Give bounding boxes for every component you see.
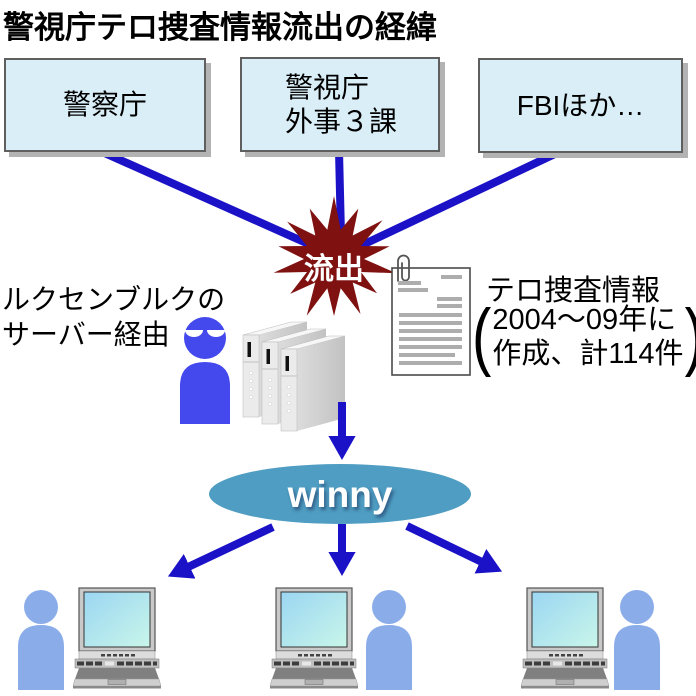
hacker-person-icon bbox=[180, 317, 230, 424]
user-icon bbox=[366, 590, 412, 690]
source-box-npa-label: 警察庁 bbox=[62, 89, 147, 120]
laptop-icon bbox=[72, 587, 162, 690]
source-box-fbi: FBIほか… bbox=[478, 58, 683, 153]
route-note-line2: サーバー経由 bbox=[2, 319, 170, 350]
user-icon bbox=[18, 590, 64, 690]
leak-detail-line2: 作成、計114件 bbox=[492, 338, 684, 370]
server-stack-icon bbox=[242, 321, 346, 432]
winny-label: winny bbox=[287, 474, 393, 515]
route-note-line1: ルクセンブルクの bbox=[2, 284, 226, 315]
leak-info-heading: テロ捜査情報 bbox=[486, 275, 661, 307]
source-box-npa: 警察庁 bbox=[4, 58, 206, 152]
user-icon bbox=[614, 590, 660, 690]
source-box-mpd-line2: 外事３課 bbox=[285, 105, 398, 137]
source-box-fbi-label: FBIほか… bbox=[516, 89, 645, 121]
winny-arrow-left bbox=[167, 523, 275, 579]
winny-ellipse bbox=[209, 464, 471, 524]
leak-info-detail: ( 2004〜09年に 作成、計114件 ) bbox=[472, 294, 696, 379]
source-box-mpd-foreign-affairs: 警視庁 外事３課 bbox=[240, 57, 440, 152]
route-note: ルクセンブルクの サーバー経由 bbox=[2, 282, 225, 352]
arrow-from-npa bbox=[98, 147, 324, 254]
paren-close: ) bbox=[685, 288, 696, 387]
paperclip-icon bbox=[397, 254, 410, 282]
laptop-icon bbox=[520, 587, 610, 690]
document-icon bbox=[391, 254, 471, 376]
page-title: 警視庁テロ捜査情報流出の経緯 bbox=[3, 10, 437, 45]
leak-burst-icon bbox=[273, 196, 397, 316]
leak-detail-line1: 2004〜09年に bbox=[492, 304, 677, 336]
document-text-lines bbox=[398, 275, 462, 365]
winny-arrow-right bbox=[405, 522, 503, 574]
arrow-from-mpd bbox=[335, 150, 345, 236]
source-arrows bbox=[98, 147, 561, 254]
source-box-mpd-line1: 警視庁 bbox=[285, 71, 370, 103]
distribution-arrows bbox=[167, 522, 503, 579]
laptop-icon bbox=[269, 587, 359, 690]
arrow-from-fbi bbox=[354, 148, 561, 252]
paren-open: ( bbox=[472, 294, 492, 379]
leak-burst-label: 流出 bbox=[304, 253, 364, 286]
